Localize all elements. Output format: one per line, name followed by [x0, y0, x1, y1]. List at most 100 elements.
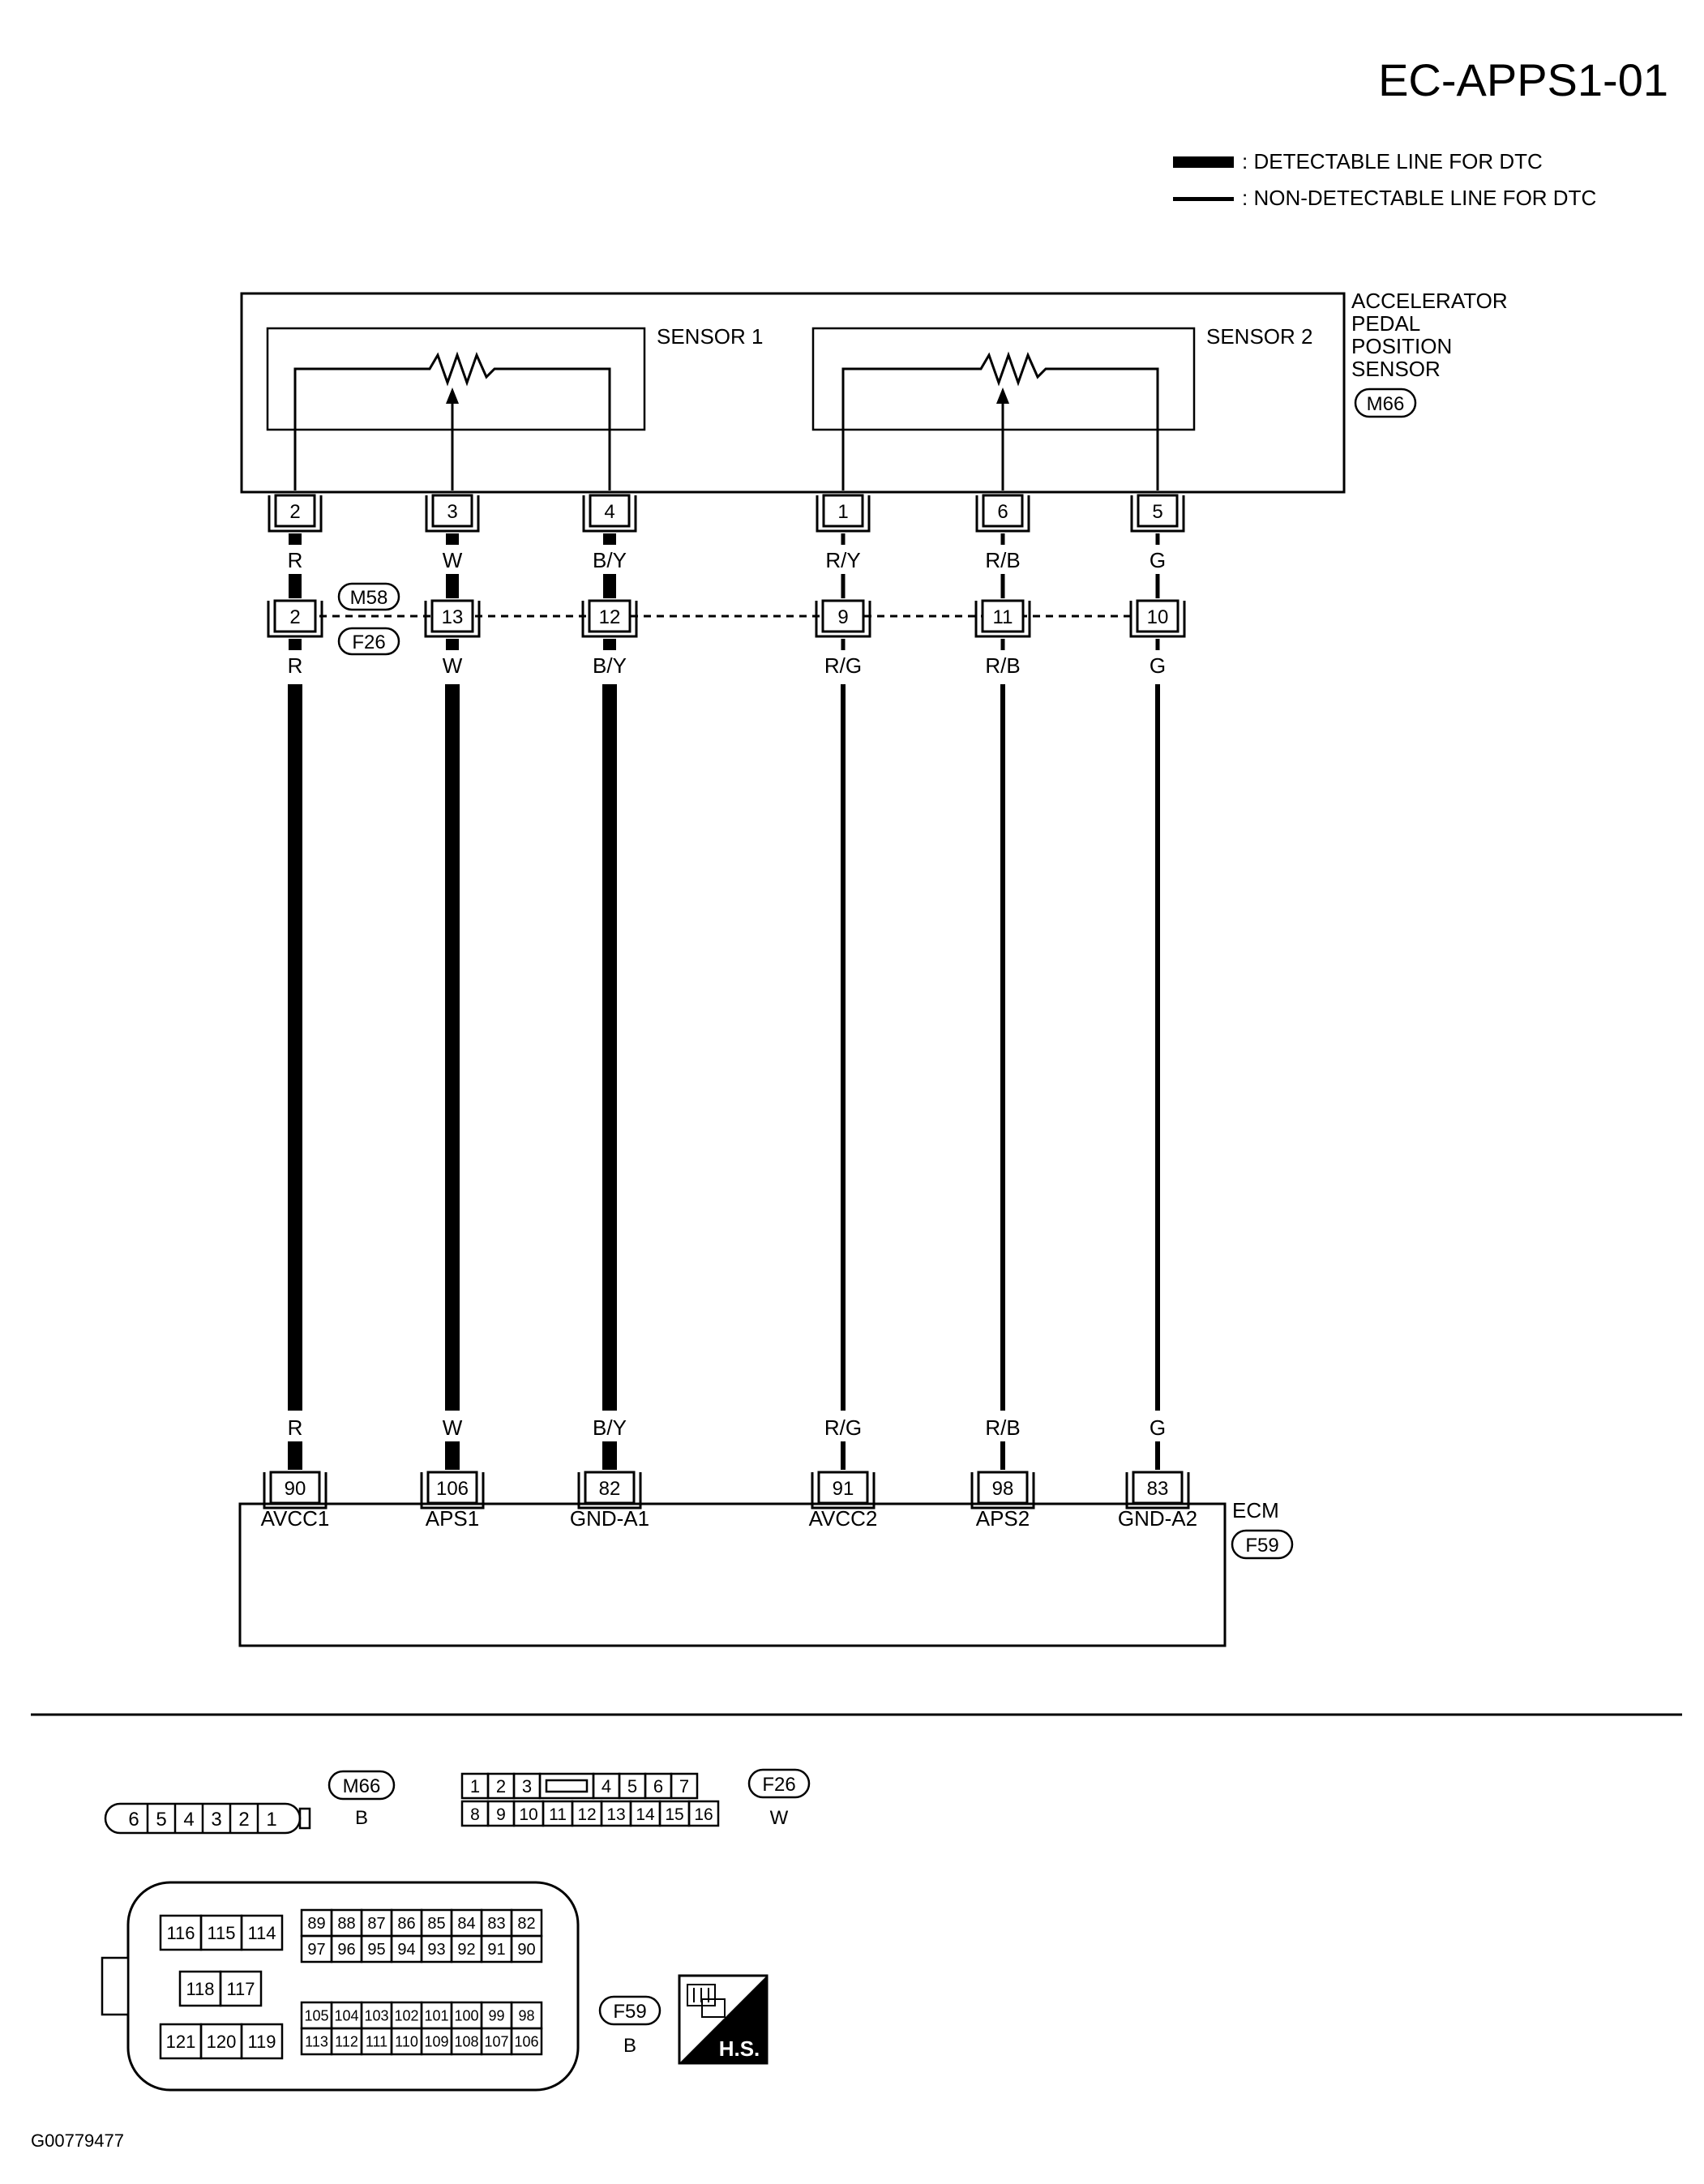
m66-connector-latch	[298, 1807, 311, 1830]
junction-pin-connector-frame	[981, 599, 1025, 633]
sensor-pin-connector-frame	[431, 494, 473, 528]
ecm-pin-connector: 90	[263, 1471, 328, 1510]
junction-pin-connector-bracket	[815, 601, 871, 638]
sensor-pin-connector-number: 2	[289, 501, 300, 523]
wire-color-label-ecm: R/B	[985, 1415, 1020, 1440]
ecm-pin-connector-bracket	[1125, 1472, 1190, 1510]
f59-pin-number: 100	[454, 2007, 478, 2023]
f59-pin-number: 114	[247, 1923, 276, 1943]
f59-pin-number: 111	[366, 2033, 387, 2049]
circuits: 2290RRRAVCC1313106WWWAPS141282B/YB/YB/YG…	[261, 494, 1197, 1531]
junction-pin-connector-frame	[588, 599, 632, 633]
sensor-2-resistor	[841, 351, 1159, 490]
m66-view-badge	[328, 1770, 396, 1801]
f59-pin-cell	[510, 1934, 543, 1963]
sensor-pin-connector-number: 4	[604, 501, 614, 523]
f26-pin-number: 7	[679, 1776, 689, 1796]
accelerator-pedal-position-sensor: ACCELERATOR PEDAL POSITION SENSOR M66 SE…	[240, 289, 1508, 494]
wire-color-label-ecm: W	[443, 1415, 463, 1440]
legend-non-detectable-label: : NON-DETECTABLE LINE FOR DTC	[1242, 186, 1596, 210]
f59-pin-number: 84	[457, 1915, 475, 1933]
ecm-pin-connector-number: 91	[833, 1478, 854, 1500]
f59-pin-number: 106	[514, 2033, 538, 2049]
hs-symbol-triangle	[679, 1976, 767, 2063]
legend-detectable-swatch	[1173, 156, 1234, 168]
ecm-pin-connector-number: 82	[599, 1478, 621, 1500]
ecm-pin-connector-number: 83	[1147, 1478, 1169, 1500]
ecm-pin-connector: 91	[811, 1471, 876, 1510]
f59-pin-cell	[240, 2023, 284, 2060]
junction-pin-connector-number: 9	[837, 606, 848, 628]
f59-pin-number: 90	[517, 1941, 535, 1959]
sensor-pin-connector: 4	[582, 494, 637, 533]
f26-pin-number: 12	[577, 1805, 596, 1824]
f59-pin-number: 83	[487, 1915, 505, 1933]
junction-pin-connector-bracket	[1129, 601, 1186, 638]
f26-pin-cell	[670, 1772, 699, 1800]
m66-pin-number: 2	[238, 1809, 249, 1831]
sensor-pin-connector-frame	[589, 494, 631, 528]
junction-pin-connector-frame	[821, 599, 865, 633]
f26-latch-icon	[545, 1779, 589, 1793]
f59-pin-number: 105	[304, 2007, 328, 2023]
f59-pin-number: 91	[487, 1941, 505, 1959]
ecm-name: ECM	[1232, 1498, 1279, 1522]
ecm-terminal-label: AVCC1	[261, 1506, 330, 1531]
f59-pin-number: 120	[207, 2032, 237, 2052]
m66-pin-number: 3	[211, 1809, 221, 1831]
harness-side-symbol: H.S.	[678, 1974, 769, 2065]
f59-pin-number: 86	[397, 1915, 415, 1933]
f59-view-id: F59	[613, 2001, 646, 2023]
f59-pin-number: 101	[424, 2007, 448, 2023]
f26-view-color: W	[770, 1807, 789, 1829]
junction-pin-connector-bracket	[974, 601, 1031, 638]
ecm-terminal-label: GND-A1	[570, 1506, 649, 1531]
sensor-pin-connector-frame	[1137, 494, 1179, 528]
f26-pin-number: 15	[665, 1805, 683, 1824]
f26-pin-number: 16	[694, 1805, 713, 1824]
f26-pin-number: 13	[606, 1805, 625, 1824]
sensor-name-line-2: PEDAL	[1351, 311, 1420, 336]
sensor-pin-connector-bracket	[975, 495, 1030, 533]
wire-color-label-ecm: B/Y	[593, 1415, 627, 1440]
ecm-terminal-label: AVCC2	[809, 1506, 878, 1531]
sensor-1-label: SENSOR 1	[657, 324, 764, 349]
junction-pin-connector-bracket	[267, 601, 323, 638]
f59-pin-number: 88	[337, 1915, 355, 1933]
sensor-2-wiper-arrow-icon	[996, 388, 1009, 404]
sensor-pin-connector-frame	[982, 494, 1024, 528]
f59-pin-number: 116	[166, 1923, 195, 1943]
sensor-pin-connector: 2	[268, 494, 323, 533]
f59-pin-number: 103	[364, 2007, 388, 2023]
sensor-pin-connector-frame	[274, 494, 316, 528]
wire-color-label-top: W	[443, 548, 463, 572]
f59-pin-number: 115	[207, 1923, 235, 1943]
sensor-pin-connector-bracket	[816, 495, 871, 533]
f59-pin-number: 108	[454, 2033, 478, 2049]
wire-color-label-top: R/Y	[825, 548, 860, 572]
wire-color-label-bottom: G	[1150, 653, 1166, 678]
ecm-pin-connector: 83	[1125, 1471, 1190, 1510]
hs-label: H.S.	[719, 2036, 760, 2061]
sensor-pin-connector-number: 5	[1152, 501, 1162, 523]
f59-pin-number: 107	[484, 2033, 508, 2049]
sensor-pin-connector-bracket	[425, 495, 480, 533]
sensor-name-line-1: ACCELERATOR	[1351, 289, 1508, 313]
f26-pin-number: 10	[519, 1805, 537, 1824]
wire-color-label-top: R	[288, 548, 303, 572]
junction-upper-badge	[337, 582, 400, 611]
wire-color-label-ecm: G	[1150, 1415, 1166, 1440]
wire-color-label-bottom: B/Y	[593, 653, 627, 678]
sensor-pin-connector-bracket	[268, 495, 323, 533]
ecm-terminal-label: GND-A2	[1118, 1506, 1197, 1531]
wire-color-label-top: R/B	[985, 548, 1020, 572]
sensor-pin-connector: 3	[425, 494, 480, 533]
f59-pin-number: 98	[518, 2007, 534, 2023]
f59-pin-number: 110	[395, 2033, 418, 2049]
